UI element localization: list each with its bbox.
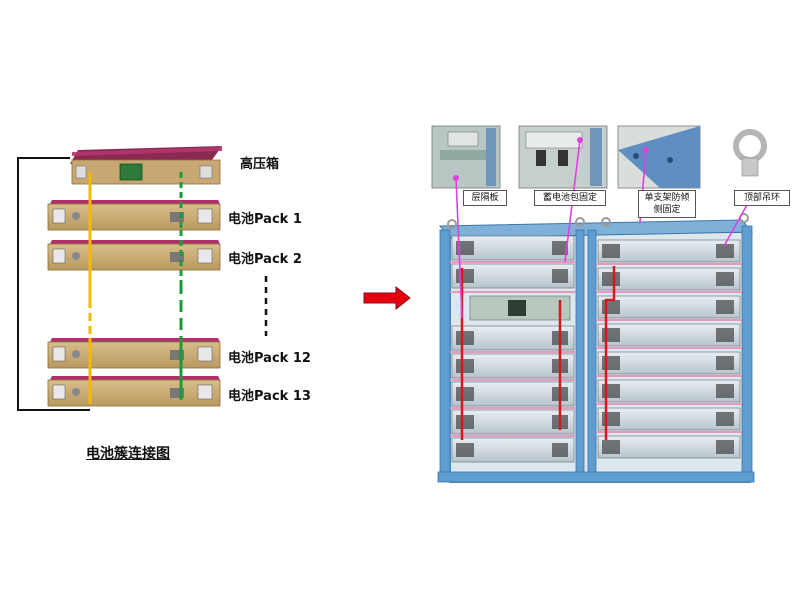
layer-plates [450,261,742,437]
internal-red-cables [460,266,616,440]
pack-label-1: 电池Pack 1 [228,212,302,227]
detail-thumb-lifting-ring [716,126,784,188]
hv-box [70,146,222,185]
battery-pack-1 [47,200,221,231]
detail-thumb-layer-plate [431,125,501,189]
pointer-end-2 [577,137,583,143]
hv-box-label: 高压箱 [240,157,280,172]
callout-lifting-ring: 顶部吊环 [734,190,790,206]
detail-thumb-anti-tip [617,125,701,189]
battery-pack-13 [47,376,221,407]
callout-anti-tip: 单支架防倾侧固定 [638,190,696,218]
battery-pack-12 [47,338,221,369]
pack-label-12: 电池Pack 12 [228,351,311,366]
pack-label-2: 电池Pack 2 [228,252,302,267]
transition-arrow-icon [363,285,411,311]
battery-packs [47,200,221,407]
pointer-end-1 [453,175,459,181]
detail-thumb-pack-fixing [518,125,608,189]
cabinet-hv-box [469,295,571,321]
pointer-end-3 [643,147,649,153]
callout-pack-fixing: 蓄电池包固定 [534,190,606,206]
battery-pack-2 [47,240,221,271]
return-loop-cable [17,157,90,411]
left-column-modules [451,235,575,463]
pack-label-13: 电池Pack 13 [228,389,311,404]
callout-layer-plate: 层隔板 [463,190,507,206]
diagram-caption: 电池簇连接图 [86,446,170,462]
